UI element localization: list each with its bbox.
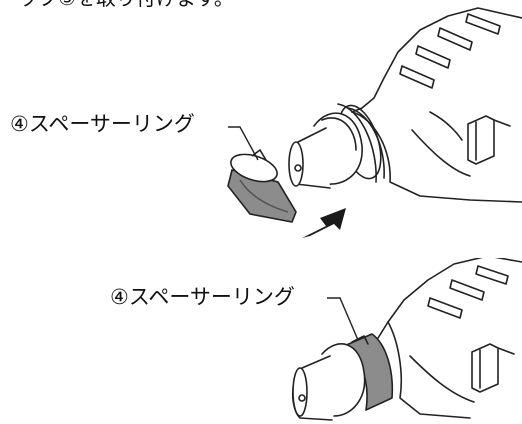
spacer-ring-label-top: ④スペーサーリング (10, 112, 195, 136)
arrow-icon (302, 208, 346, 238)
spacer-ring-loose (227, 148, 297, 223)
leader-line-bottom (327, 297, 359, 341)
spacer-ring-label-bottom: ④スペーサーリング (110, 285, 295, 309)
instruction-text-cut: ップ③を取り付けます。 (18, 0, 234, 10)
drill-top (288, 7, 522, 203)
drill-bottom (291, 258, 522, 421)
leader-line-top (228, 126, 259, 161)
